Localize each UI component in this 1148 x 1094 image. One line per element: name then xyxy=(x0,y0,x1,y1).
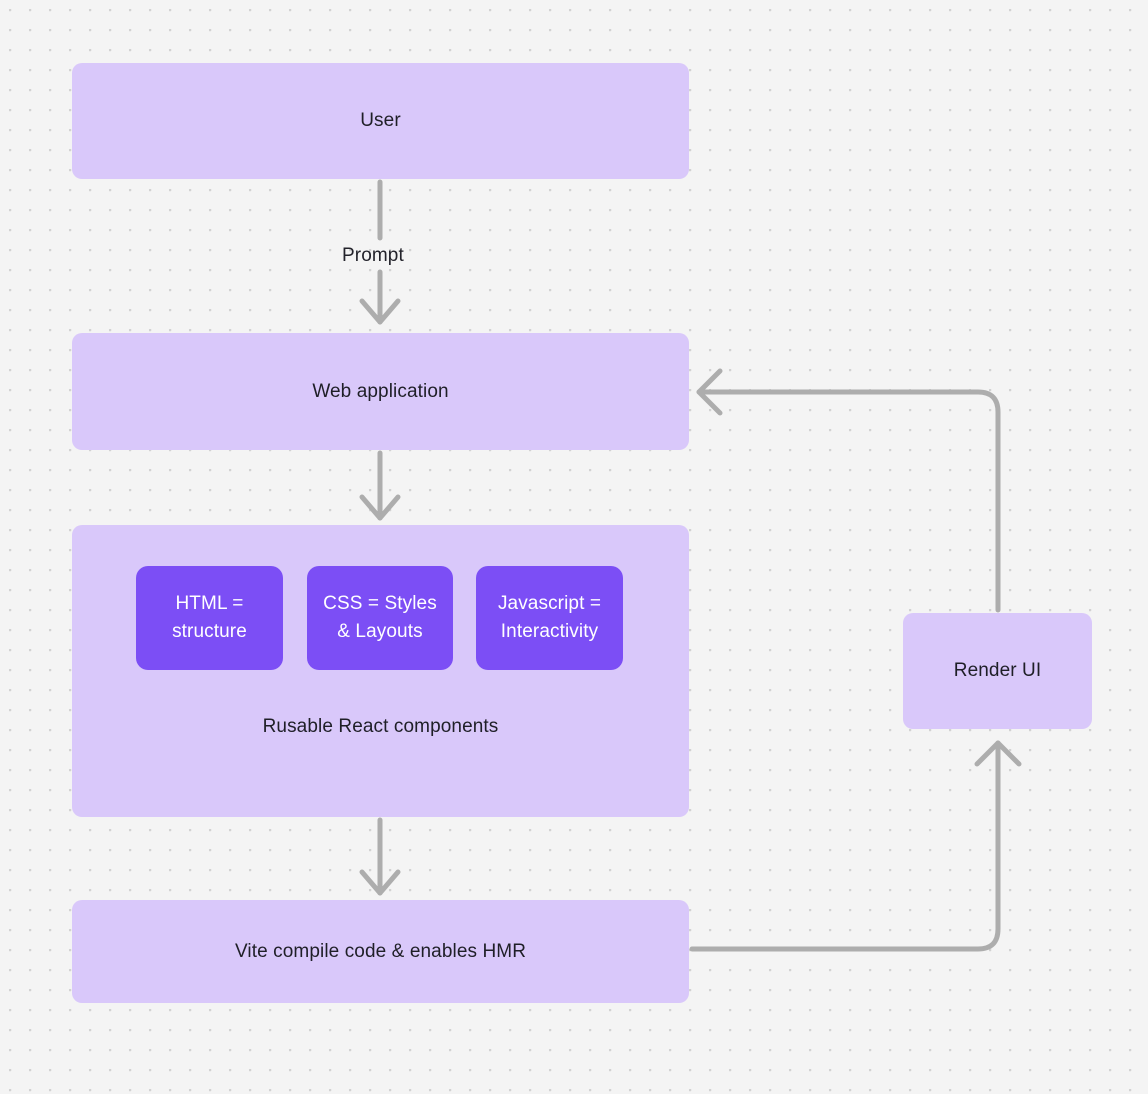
node-javascript-label: Javascript = Interactivity xyxy=(497,592,602,643)
edge-label-prompt: Prompt xyxy=(342,245,404,266)
node-render-ui-label: Render UI xyxy=(953,660,1042,682)
node-vite[interactable]: Vite compile code & enables HMR xyxy=(72,900,689,1003)
node-vite-label: Vite compile code & enables HMR xyxy=(234,940,527,962)
node-css[interactable]: CSS = Styles & Layouts xyxy=(307,566,453,670)
node-javascript[interactable]: Javascript = Interactivity xyxy=(476,566,623,670)
node-css-label: CSS = Styles & Layouts xyxy=(323,592,437,643)
node-html[interactable]: HTML = structure xyxy=(136,566,283,670)
edge-webapp-to-components xyxy=(359,450,401,521)
node-web-application[interactable]: Web application xyxy=(72,333,689,450)
node-react-components[interactable]: HTML = structure CSS = Styles & Layouts … xyxy=(72,525,689,817)
edge-components-to-vite xyxy=(359,817,401,896)
node-render-ui[interactable]: Render UI xyxy=(903,613,1092,729)
node-user-label: User xyxy=(360,110,401,132)
inner-node-row: HTML = structure CSS = Styles & Layouts … xyxy=(136,566,625,670)
node-react-components-caption: Rusable React components xyxy=(262,716,499,737)
node-user[interactable]: User xyxy=(72,63,689,179)
node-web-application-label: Web application xyxy=(312,380,449,402)
edge-render-to-webapp xyxy=(696,368,1001,613)
edge-vite-to-render xyxy=(689,740,1022,952)
node-html-label: HTML = structure xyxy=(172,592,247,643)
